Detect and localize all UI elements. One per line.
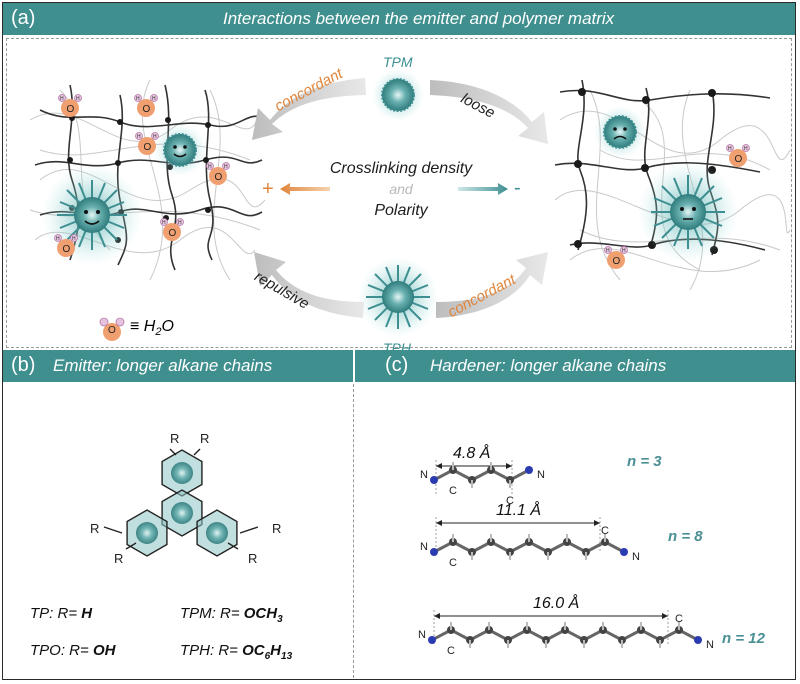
formula-tph: TPH: R= OC6H13 xyxy=(180,642,292,662)
crosslinking-density-label: Crosslinking density xyxy=(329,160,473,177)
formula-tpo-prefix: TPO: R= xyxy=(30,642,93,659)
r-group-label: R xyxy=(170,431,179,446)
water-icon xyxy=(99,317,125,341)
minus-sign: - xyxy=(514,177,521,199)
formula-tph-prefix: TPH: R= xyxy=(180,642,243,659)
r-group-label: R xyxy=(90,521,99,536)
water-legend: O ≡ H2O xyxy=(98,314,218,344)
panel-a-area xyxy=(6,38,792,348)
chain-n3-label: n = 3 xyxy=(627,453,662,470)
formula-tp-main: H xyxy=(81,605,93,622)
formula-tpm-sub: 3 xyxy=(277,614,283,625)
formula-tp-prefix: TP: R= xyxy=(30,605,82,622)
chain-n3-length: 4.8 Å xyxy=(453,445,491,462)
panel-a-header: (a) Interactions between the emitter and… xyxy=(3,3,795,35)
chain-n12-length: 16.0 Å xyxy=(533,595,580,612)
polarity-label: Polarity xyxy=(374,202,428,219)
r-group-label: R xyxy=(200,431,209,446)
chain-n12-label: n = 12 xyxy=(722,630,765,647)
and-label: and xyxy=(389,181,413,197)
formula-tph-sub2: 13 xyxy=(281,651,293,662)
formula-tph-main: OC xyxy=(242,642,265,659)
plus-sign: + xyxy=(262,178,274,200)
panel-b-header: (b) Emitter: longer alkane chains xyxy=(3,350,353,382)
panel-c-title: Hardener: longer alkane chains xyxy=(430,356,667,375)
r-group-label: R xyxy=(114,551,123,566)
formula-tpm-prefix: TPM: R= xyxy=(180,605,244,622)
panel-a-title: Interactions between the emitter and pol… xyxy=(223,9,615,28)
water-o-text: O xyxy=(161,318,174,335)
formula-tpm-main: OCH xyxy=(243,605,278,622)
formula-tpo: TPO: R= OH xyxy=(30,642,115,659)
tpm-label: TPM xyxy=(383,54,413,70)
r-group-label: R xyxy=(248,551,257,566)
panel-c-tag: (c) xyxy=(385,354,409,376)
chain-n8-label: n = 8 xyxy=(668,528,703,545)
r-group-label: R xyxy=(272,521,281,536)
water-sub: 2 xyxy=(155,326,162,339)
formula-tpo-main: OH xyxy=(92,642,116,659)
water-equiv-text: ≡ H xyxy=(130,318,156,335)
panel-c-header: (c) Hardener: longer alkane chains xyxy=(355,350,795,382)
formula-tp: TP: R= H xyxy=(30,605,92,622)
formula-tpm: TPM: R= OCH3 xyxy=(180,605,283,625)
chain-n8-length: 11.1 Å xyxy=(496,502,542,519)
panel-a-tag: (a) xyxy=(11,7,36,29)
formula-tph-sub: 6 xyxy=(264,651,271,662)
panel-b-tag: (b) xyxy=(11,354,36,376)
water-equiv: ≡ H2O xyxy=(130,318,174,338)
formula-tph-tail: H xyxy=(270,642,282,659)
panel-divider xyxy=(353,384,354,678)
panel-b-title: Emitter: longer alkane chains xyxy=(53,356,273,375)
water-icon-o: O xyxy=(108,325,116,336)
